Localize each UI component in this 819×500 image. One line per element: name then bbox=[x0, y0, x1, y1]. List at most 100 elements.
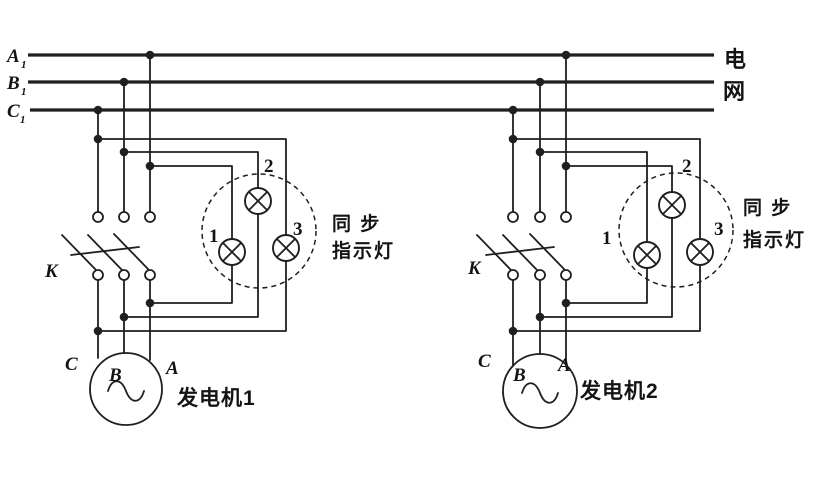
lamp-group-boundary bbox=[618, 172, 734, 288]
lamp-group-boundary bbox=[201, 173, 317, 289]
lamp-circle bbox=[633, 241, 661, 269]
generator-1-symbol: C B A 发电机1 bbox=[65, 352, 256, 426]
terminal-label-c: C bbox=[65, 354, 78, 375]
switch-k1-symbol: K bbox=[44, 211, 156, 282]
grid-name-top: 电 bbox=[724, 47, 746, 72]
generator-2-symbol: C B A 发电机2 bbox=[478, 351, 659, 429]
terminal-label-c: C bbox=[478, 351, 491, 372]
switch-contact bbox=[560, 211, 572, 223]
lamp-number-3: 3 bbox=[293, 219, 303, 240]
switch-link-bar bbox=[70, 246, 140, 256]
ac-wave-icon bbox=[107, 380, 145, 402]
generator-lead-wires bbox=[512, 279, 567, 367]
lamp-circle bbox=[686, 238, 714, 266]
lamp-number-2: 2 bbox=[264, 156, 274, 177]
generator-name: 发电机2 bbox=[579, 379, 659, 403]
lamp-feed-wires bbox=[97, 138, 287, 240]
junction-dot bbox=[535, 312, 545, 322]
switch-contact bbox=[92, 211, 104, 223]
switch-contact bbox=[92, 269, 104, 281]
switch-label: K bbox=[467, 258, 482, 279]
generator-name: 发电机1 bbox=[176, 386, 256, 410]
bus-label-c-sub: 1 bbox=[20, 114, 26, 126]
bus-label-b: B bbox=[6, 73, 20, 94]
lamp-cross bbox=[662, 195, 682, 215]
switch-k2-symbol: K bbox=[467, 211, 572, 281]
switch-contact bbox=[534, 211, 546, 223]
lamp-caption-line2: 指示灯 bbox=[332, 240, 395, 262]
bus-drop-wires bbox=[512, 54, 567, 213]
terminal-label-b: B bbox=[108, 365, 122, 386]
bus-drop-wires bbox=[97, 54, 151, 213]
junction-dot bbox=[119, 77, 129, 87]
junction-dot bbox=[145, 298, 155, 308]
lamp-1-symbol bbox=[218, 238, 246, 266]
lamp-cross bbox=[637, 245, 657, 265]
grid-buses: A 1 B 1 C 1 电 网 bbox=[6, 46, 746, 126]
lamp-circle bbox=[218, 238, 246, 266]
bus-label-b-sub: 1 bbox=[21, 86, 27, 98]
junction-dot bbox=[93, 326, 103, 336]
switch-contact bbox=[507, 211, 519, 223]
lamp-2-symbol bbox=[658, 191, 686, 219]
switch-contact bbox=[118, 269, 130, 281]
junction-dot bbox=[561, 161, 571, 171]
generator-circle bbox=[89, 352, 163, 426]
switch-contact bbox=[534, 269, 546, 281]
grid-name-bottom: 网 bbox=[723, 79, 745, 104]
switch-contact bbox=[118, 211, 130, 223]
junction-dot bbox=[561, 298, 571, 308]
lamp-cross bbox=[690, 242, 710, 262]
lamp-3-symbol bbox=[686, 238, 714, 266]
lamp-caption-line1: 同 步 bbox=[332, 213, 381, 235]
junction-dot bbox=[508, 326, 518, 336]
lamp-cross bbox=[222, 242, 242, 262]
junction-dot bbox=[93, 105, 103, 115]
junction-dot bbox=[119, 147, 129, 157]
terminal-label-a: A bbox=[165, 358, 179, 379]
lamp-caption-line1: 同 步 bbox=[743, 197, 792, 219]
section-generator-2: K 1 2 3 同 步 指示灯 bbox=[467, 50, 806, 429]
lamp-number-2: 2 bbox=[682, 156, 692, 177]
lamp-1-symbol bbox=[633, 241, 661, 269]
junction-dot bbox=[535, 77, 545, 87]
switch-blades bbox=[61, 233, 149, 271]
bus-label-c: C bbox=[7, 101, 20, 122]
lamp-circle bbox=[272, 234, 300, 262]
generator-circle bbox=[502, 353, 578, 429]
lamp-2-symbol bbox=[244, 187, 272, 215]
bus-label-a-sub: 1 bbox=[21, 59, 27, 71]
switch-blades bbox=[476, 233, 565, 271]
junction-dot bbox=[561, 50, 571, 60]
section-generator-1: K 1 2 3 同 步 指示灯 bbox=[44, 50, 395, 426]
junction-dot bbox=[535, 147, 545, 157]
junction-dots bbox=[93, 50, 155, 336]
lamp-cross bbox=[276, 238, 296, 258]
junction-dot bbox=[508, 134, 518, 144]
sync-lamp-group-2: 1 2 3 同 步 指示灯 bbox=[602, 156, 806, 288]
lamp-circle bbox=[244, 187, 272, 215]
lamp-cross bbox=[248, 191, 268, 211]
sync-lamp-group-1: 1 2 3 同 步 指示灯 bbox=[201, 156, 395, 289]
switch-contact bbox=[560, 269, 572, 281]
lamp-number-1: 1 bbox=[209, 226, 219, 247]
junction-dot bbox=[145, 50, 155, 60]
lamp-feed-wires bbox=[512, 138, 701, 243]
terminal-label-a: A bbox=[557, 355, 571, 376]
switch-contact bbox=[507, 269, 519, 281]
switch-contact bbox=[144, 211, 156, 223]
lamp-return-wires bbox=[97, 213, 287, 332]
lamp-circle bbox=[658, 191, 686, 219]
terminal-label-b: B bbox=[512, 365, 526, 386]
junction-dot bbox=[145, 161, 155, 171]
junction-dot bbox=[508, 105, 518, 115]
junction-dot bbox=[93, 134, 103, 144]
lamp-number-3: 3 bbox=[714, 219, 724, 240]
junction-dot bbox=[119, 312, 129, 322]
ac-wave-icon bbox=[521, 382, 559, 404]
junction-dots bbox=[508, 50, 571, 336]
switch-contact bbox=[144, 269, 156, 281]
lamp-caption-line2: 指示灯 bbox=[743, 229, 806, 251]
